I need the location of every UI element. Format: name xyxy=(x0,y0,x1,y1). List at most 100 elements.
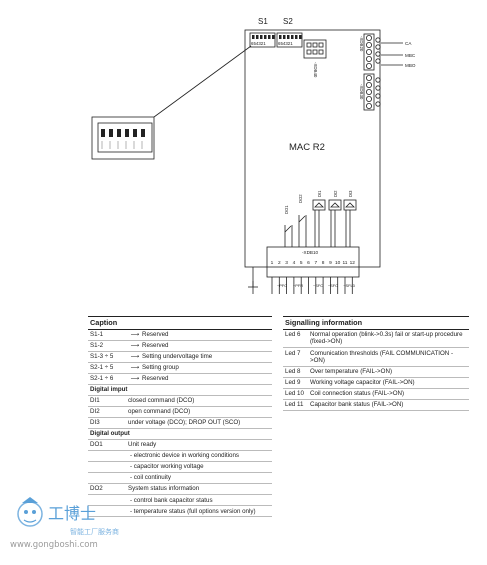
relay-do2 xyxy=(298,215,307,247)
xdb20-label: -XDB20 xyxy=(359,36,364,52)
caption-row-value: Setting undervoltage time xyxy=(142,353,213,361)
s1-digits: 654321 xyxy=(251,41,266,46)
switch-label-s1: S1 xyxy=(258,17,268,26)
caption-row-value: Reserved xyxy=(142,375,169,383)
caption-row-key: S1-1 xyxy=(90,331,104,339)
pin-6: 6 xyxy=(307,260,310,266)
pin-9: 9 xyxy=(329,260,332,266)
di-row-value: open command (DCO) xyxy=(128,408,191,416)
di-row-key: DI2 xyxy=(90,408,100,416)
led-row-value: Capacitor bank status (FAIL->ON) xyxy=(310,401,404,409)
caption-row-key: S2-1 ÷ 5 xyxy=(90,364,114,372)
di3-label: DI3 xyxy=(348,190,353,197)
bottom-labels: ~PFC~PFR~SFC~SFO~SFL3 xyxy=(277,283,355,288)
bottom-label: ~PFR xyxy=(293,283,303,288)
device-enclosure xyxy=(244,29,381,268)
bottom-label: ~SFO xyxy=(328,283,338,288)
di-row-value: under voltage (DCO); DROP OUT (SCO) xyxy=(128,419,241,427)
do1-label: DO1 xyxy=(284,205,289,214)
di1-label: DI1 xyxy=(317,190,322,197)
di-row: DI2 open command (DCO) xyxy=(88,407,272,418)
do2-key: DO2 xyxy=(90,485,103,493)
led-row-value: Comunication thresholds (FAIL COMMUNICAT… xyxy=(310,349,454,364)
caption-title: Caption xyxy=(88,316,272,330)
signalling-title: Signalling information xyxy=(283,316,469,330)
bottom-label: ~SFL3 xyxy=(343,283,355,288)
callout-line xyxy=(153,45,252,118)
arrow-icon: ⟶ xyxy=(130,342,140,350)
s2-digits: 654321 xyxy=(278,41,293,46)
relay-do1 xyxy=(284,225,293,247)
connector-xdb40 xyxy=(303,39,327,59)
terminal-circles xyxy=(365,35,381,110)
led-row: Led 8 Over temperature (FAIL->ON) xyxy=(283,367,469,378)
led-row-value: Over temperature (FAIL->ON) xyxy=(310,367,393,375)
caption-row: S1-2⟶Reserved xyxy=(88,341,272,352)
xdb40-label: -XDB40 xyxy=(313,62,318,78)
pin-12: 12 xyxy=(350,260,356,266)
caption-row-key: S1-2 xyxy=(90,342,104,350)
caption-row-value: Reserved xyxy=(142,331,169,339)
pin-3: 3 xyxy=(285,260,288,266)
arrow-icon: ⟶ xyxy=(130,364,140,372)
arrow-icon: ⟶ xyxy=(130,331,140,339)
led-row-key: Led 7 xyxy=(285,349,301,357)
pin-11: 11 xyxy=(343,260,348,266)
watermark-tagline: 智能工厂服务商 xyxy=(70,527,119,536)
do2-value: System status information xyxy=(128,485,200,493)
led-row-value: Normal operation (blink->0.3s) fail or s… xyxy=(310,331,463,346)
caption-row: S2-1 ÷ 6⟶Reserved xyxy=(88,374,272,385)
wiring-diagram: S1 S2 654321 654321 -XDB40 -XDB20 -XDB30… xyxy=(91,17,416,294)
caption-row: S1-3 ÷ 5 ⟶Setting undervoltage time xyxy=(88,352,272,363)
dip-levers xyxy=(252,35,302,39)
arrow-icon: ⟶ xyxy=(130,375,140,383)
pin-10: 10 xyxy=(335,260,341,266)
input-di3 xyxy=(343,199,357,247)
led-row: Led 6 Normal operation (blink->0.3s) fail… xyxy=(283,330,469,349)
pin-2: 2 xyxy=(278,260,281,266)
bottom-label: ~SFC xyxy=(313,283,323,288)
caption-row: S2-1 ÷ 5⟶Setting group xyxy=(88,363,272,374)
do1-value: Unit ready xyxy=(128,441,157,449)
digital-input-heading: Digital imput xyxy=(88,384,272,396)
led-row: Led 7 Comunication thresholds (FAIL COMMU… xyxy=(283,348,469,367)
watermark-url: www.gongboshi.com xyxy=(10,540,98,549)
arrow-icon: ⟶ xyxy=(130,353,140,361)
caption-row: S1-1 ⟶Reserved xyxy=(88,330,272,341)
led-row-key: Led 8 xyxy=(285,367,301,375)
do1-row: DO1 Unit ready xyxy=(88,440,272,452)
pin-7: 7 xyxy=(314,260,317,266)
switch-label-s2: S2 xyxy=(283,17,293,26)
watermark-logo: 工博士 智能工厂服务商 www.gongboshi.com xyxy=(10,497,119,549)
device-label: MAC R2 xyxy=(289,142,325,153)
lead-ca: CA xyxy=(405,41,412,46)
dip-switch-s2 xyxy=(276,32,303,48)
switch-zoom-markings xyxy=(101,141,143,149)
pin-1: 1 xyxy=(271,260,274,266)
switch-zoom-box xyxy=(91,116,155,160)
led-row-key: Led 10 xyxy=(285,390,304,398)
bottom-leads xyxy=(248,267,258,294)
pin-5: 5 xyxy=(300,260,303,266)
xdb10-label: -XDB10 xyxy=(302,250,319,255)
output-detail: - temperature status (full options versi… xyxy=(88,506,272,518)
caption-row-key: S1-3 ÷ 5 xyxy=(90,353,114,361)
led-row: Led 10 Coil connection status (FAIL->ON) xyxy=(283,389,469,400)
connector-xdb20 xyxy=(363,33,375,71)
led-row-value: Coil connection status (FAIL->ON) xyxy=(310,390,405,398)
input-di2 xyxy=(328,199,342,247)
do2-label: DO2 xyxy=(298,194,303,203)
output-detail: - coil continuity xyxy=(88,473,272,485)
led-row-key: Led 6 xyxy=(285,331,301,339)
do1-key: DO1 xyxy=(90,441,103,449)
di-row: DI3 under voltage (DCO); DROP OUT (SCO) xyxy=(88,418,272,430)
xdb30-label: -XDB30 xyxy=(359,84,364,100)
output-detail: - control bank capacitor status xyxy=(88,495,272,507)
di-row-key: DI3 xyxy=(90,419,100,427)
di2-label: DI2 xyxy=(333,190,338,197)
